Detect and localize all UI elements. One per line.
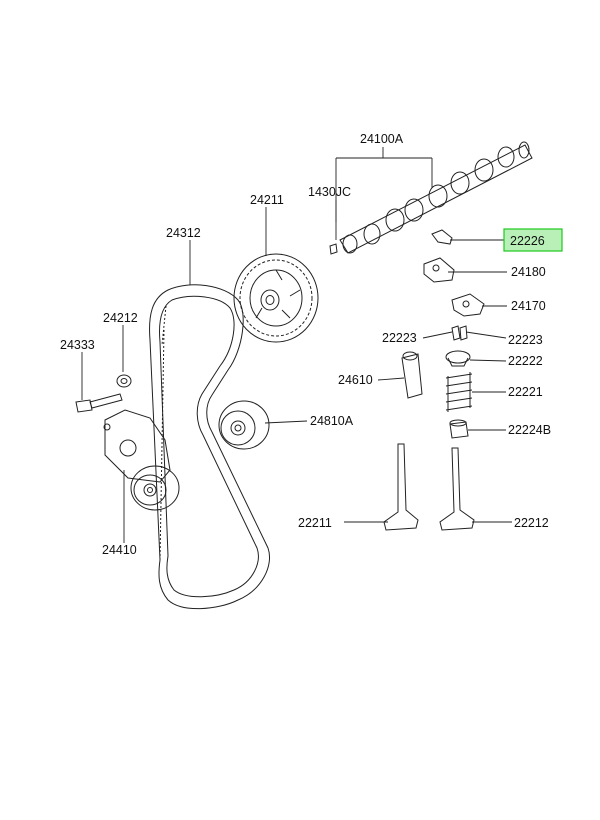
label-22226[interactable]: 22226 <box>510 234 545 248</box>
belt-tensioner[interactable] <box>103 409 180 511</box>
label-24211[interactable]: 24211 <box>250 193 284 207</box>
label-24212[interactable]: 24212 <box>103 311 138 325</box>
label-22223-right[interactable]: 22223 <box>508 333 543 347</box>
label-22224B[interactable]: 22224B <box>508 423 551 437</box>
pin[interactable] <box>329 243 338 255</box>
camshaft[interactable] <box>339 141 533 254</box>
idler-pulley[interactable] <box>218 400 270 450</box>
label-22211[interactable]: 22211 <box>298 516 332 530</box>
label-22221[interactable]: 22221 <box>508 385 543 399</box>
label-24170[interactable]: 24170 <box>511 299 546 313</box>
label-24312[interactable]: 24312 <box>166 226 201 240</box>
valve-cotter-right[interactable] <box>459 325 468 341</box>
camshaft-sprocket[interactable] <box>233 253 319 343</box>
label-24180[interactable]: 24180 <box>511 265 546 279</box>
leader-lines <box>81 147 512 543</box>
label-22223-left[interactable]: 22223 <box>382 331 417 345</box>
valve-spring-retainer[interactable] <box>445 350 471 367</box>
highlight-box <box>503 228 563 252</box>
bolt[interactable] <box>75 393 123 413</box>
valve-stem-seal[interactable] <box>449 419 469 439</box>
rocker-arm-b[interactable] <box>451 293 485 317</box>
lash-adjuster[interactable] <box>401 351 423 399</box>
label-24100A[interactable]: 24100A <box>360 132 404 146</box>
rocker-arm-clip[interactable] <box>431 229 453 245</box>
label-24333[interactable]: 24333 <box>60 338 95 352</box>
label-24410[interactable]: 24410 <box>102 543 137 557</box>
label-1430JC[interactable]: 1430JC <box>308 185 351 199</box>
valve-cotter-left[interactable] <box>451 325 461 341</box>
timing-belt[interactable] <box>149 284 270 610</box>
label-22212[interactable]: 22212 <box>514 516 549 530</box>
washer[interactable] <box>116 374 132 388</box>
valve-spring[interactable] <box>445 372 473 412</box>
rocker-arm-a[interactable] <box>423 257 455 283</box>
label-24810A[interactable]: 24810A <box>310 414 354 428</box>
intake-valve[interactable] <box>383 443 419 531</box>
label-24610[interactable]: 24610 <box>338 373 373 387</box>
label-22222[interactable]: 22222 <box>508 354 543 368</box>
exhaust-valve[interactable] <box>439 447 475 531</box>
